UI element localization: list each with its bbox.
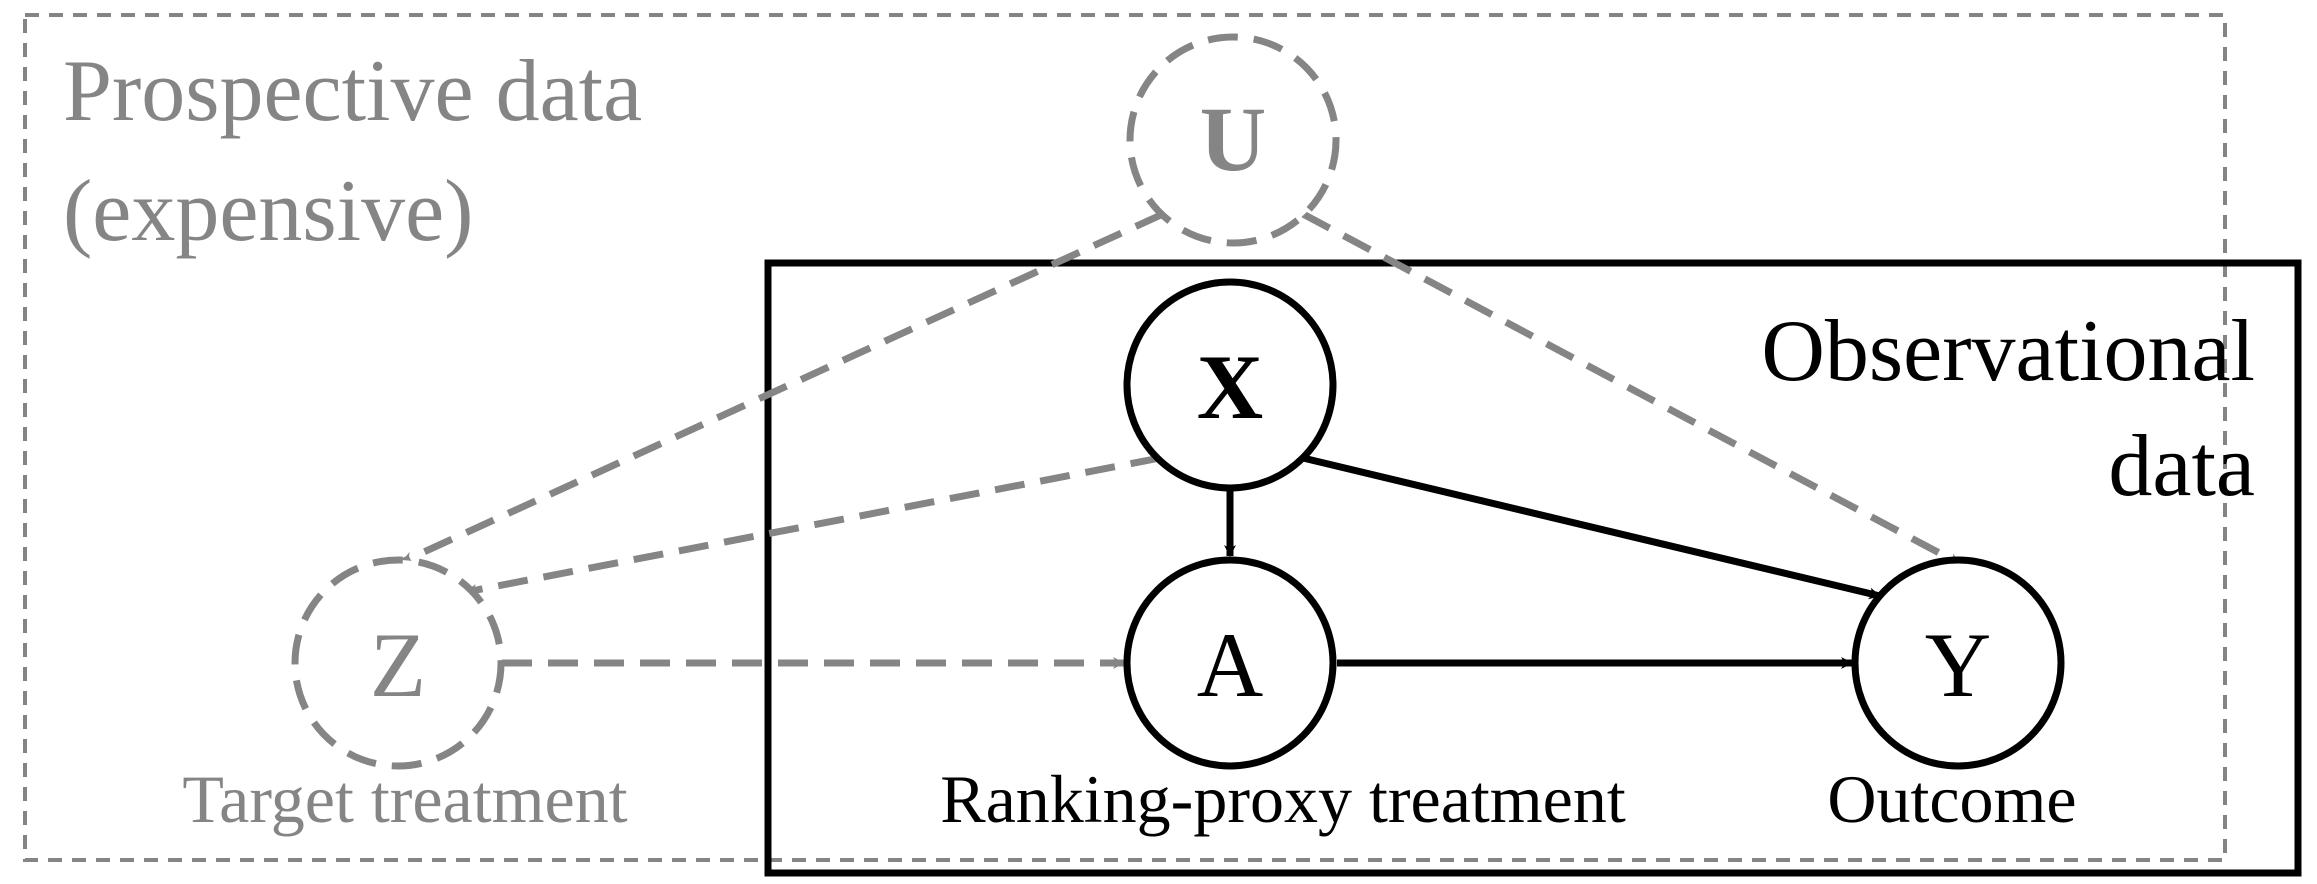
node-u: U	[1126, 33, 1340, 247]
node-z: Z Target treatment	[182, 556, 628, 837]
node-a-caption: Ranking-proxy treatment	[940, 761, 1626, 837]
edge-x-to-y	[1302, 454, 1881, 600]
observational-data-region	[764, 259, 2302, 877]
node-u-circle	[1126, 33, 1340, 247]
observational-region-label-line2: data	[2108, 418, 2255, 515]
node-a: A Ranking-proxy treatment	[940, 556, 1626, 837]
prospective-data-region	[23, 13, 2227, 862]
node-u-letter: U	[1200, 88, 1266, 190]
edge-u-to-z	[400, 210, 1165, 566]
edges	[400, 210, 1962, 669]
node-y-caption: Outcome	[1827, 761, 2076, 837]
prospective-region-label-line1: Prospective data	[63, 43, 642, 140]
node-x-letter: X	[1197, 336, 1263, 438]
prospective-region-label-line2: (expensive)	[63, 163, 473, 260]
node-y-circle	[1851, 556, 2065, 770]
edge-u-to-y	[1301, 210, 1962, 568]
node-z-letter: Z	[370, 614, 426, 716]
node-a-circle	[1123, 556, 1337, 770]
node-y: Y Outcome	[1827, 556, 2077, 837]
node-x-circle	[1123, 278, 1337, 492]
node-z-circle	[291, 556, 505, 770]
node-a-letter: A	[1197, 614, 1263, 716]
node-x: X	[1123, 278, 1337, 492]
edge-x-to-z	[465, 454, 1161, 596]
node-z-caption: Target treatment	[182, 761, 627, 837]
observational-region-label-line1: Observational	[1761, 303, 2255, 400]
node-y-letter: Y	[1925, 614, 1991, 716]
